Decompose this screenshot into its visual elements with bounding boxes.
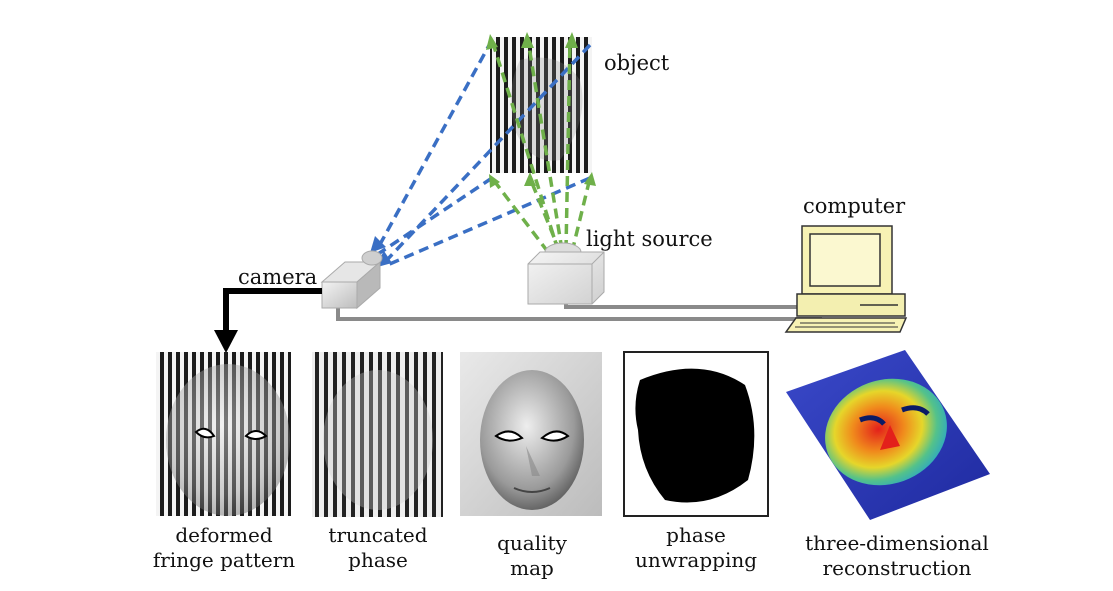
image-phase-unwrapping: [623, 351, 769, 517]
caption-line-2: unwrapping: [634, 548, 758, 572]
label-computer: computer: [803, 194, 906, 218]
caption-line-1: deformed: [175, 523, 273, 547]
caption-deformed-fringe: deformed fringe pattern: [134, 523, 314, 573]
caption-line-1: quality: [497, 531, 567, 555]
label-camera: camera: [238, 265, 318, 289]
label-object: object: [604, 51, 670, 75]
light-rays: [490, 39, 592, 254]
caption-line-2: reconstruction: [822, 556, 972, 580]
image-quality-map: [460, 352, 602, 516]
caption-line-1: three-dimensional: [805, 531, 989, 555]
caption-3d-reconstruction: three-dimensional reconstruction: [797, 531, 997, 581]
caption-line-2: phase: [348, 548, 408, 572]
light-ray-arrowheads: [486, 32, 596, 188]
caption-line-2: fringe pattern: [152, 548, 296, 572]
caption-line-1: truncated: [328, 523, 428, 547]
caption-line-1: phase: [666, 523, 726, 547]
camera-rays: [376, 39, 592, 268]
image-deformed-fringe: [156, 352, 291, 516]
caption-phase-unwrapping: phase unwrapping: [606, 523, 786, 573]
label-light-source: light source: [586, 227, 713, 251]
caption-truncated-phase: truncated phase: [288, 523, 468, 573]
projector-icon: [527, 242, 605, 305]
image-3d-reconstruction: [786, 350, 990, 520]
caption-quality-map: quality map: [442, 531, 622, 581]
computer-icon: [784, 225, 908, 333]
caption-line-2: map: [510, 556, 554, 580]
image-truncated-phase: [312, 352, 443, 517]
output-arrow: [214, 288, 322, 353]
camera-icon: [320, 250, 383, 310]
